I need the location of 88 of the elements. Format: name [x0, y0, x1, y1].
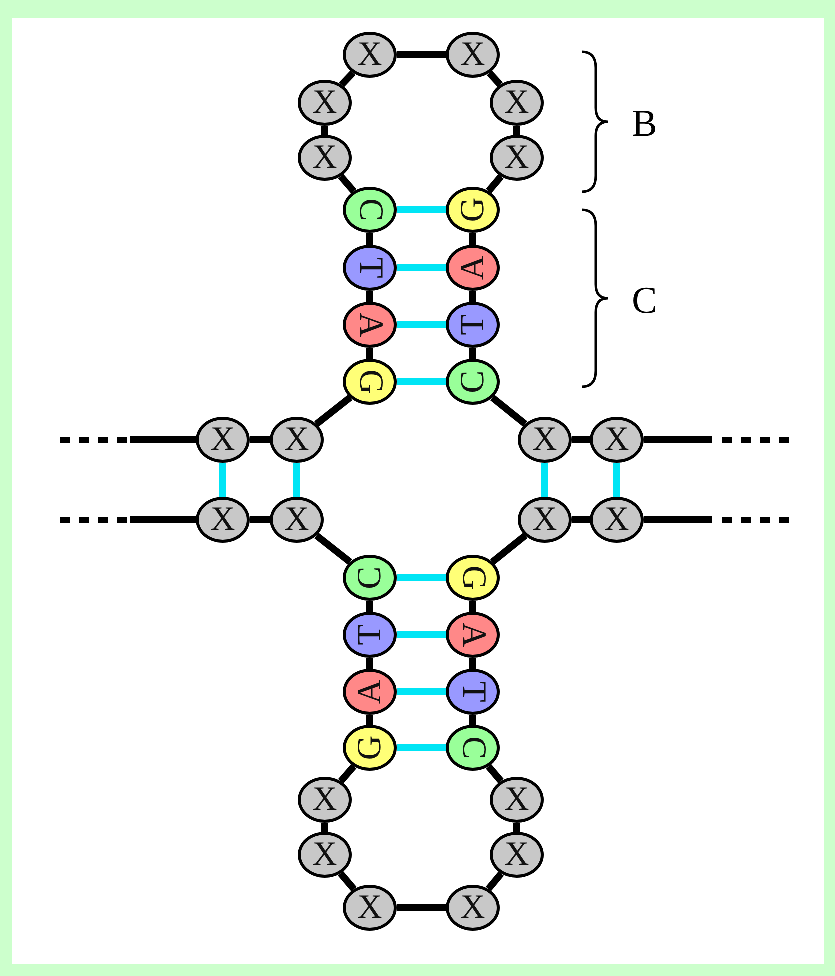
- backbone-line: [514, 823, 520, 832]
- base-letter: X: [210, 423, 236, 457]
- backbone-line: [339, 70, 356, 88]
- base-letter: X: [532, 423, 558, 457]
- base-letter: X: [604, 503, 630, 537]
- backbone-line: [366, 715, 374, 725]
- backbone-line: [486, 872, 504, 892]
- backbone-line: [397, 264, 446, 272]
- backbone-line: [490, 395, 528, 427]
- strand-line: [644, 516, 712, 524]
- backbone-line: [470, 291, 476, 302]
- base-letter: X: [312, 86, 338, 120]
- base-letter: T: [456, 682, 490, 702]
- base-letter: X: [504, 86, 530, 120]
- backbone-line: [486, 764, 504, 784]
- backbone-line: [220, 463, 226, 497]
- base-letter: G: [456, 198, 490, 222]
- base-letter: X: [504, 141, 530, 175]
- base-letter: X: [460, 38, 486, 72]
- base-letter: X: [358, 891, 382, 925]
- base-letter: X: [312, 141, 338, 175]
- backbone-line: [366, 348, 374, 359]
- base-letter: A: [456, 622, 490, 648]
- backbone-line: [397, 574, 446, 582]
- backbone-line: [397, 322, 446, 328]
- base-letter: X: [604, 423, 630, 457]
- base-letter: G: [456, 566, 490, 590]
- backbone-line: [314, 532, 352, 566]
- backbone-line: [490, 533, 528, 565]
- backbone-line: [338, 764, 357, 784]
- base-letter: G: [353, 370, 387, 394]
- backbone-line: [514, 126, 520, 135]
- base-letter: X: [312, 838, 338, 872]
- backbone-line: [338, 871, 357, 892]
- base-letter: X: [312, 783, 338, 817]
- backbone-line: [322, 126, 328, 135]
- base-letter: C: [456, 370, 490, 394]
- backbone-line: [470, 715, 476, 725]
- base-letter: X: [284, 423, 310, 457]
- backbone-line: [397, 378, 446, 386]
- backbone-line: [294, 463, 300, 497]
- backbone-line: [470, 658, 476, 669]
- backbone-line: [314, 394, 352, 428]
- backbone-line: [397, 904, 446, 912]
- base-letter: X: [504, 838, 530, 872]
- backbone-line: [487, 70, 503, 88]
- backbone-line: [486, 174, 504, 194]
- backbone-line: [250, 516, 270, 524]
- base-letter: T: [353, 258, 387, 278]
- backbone-line: [397, 744, 446, 752]
- base-letter: X: [504, 783, 530, 817]
- backbone-line: [542, 463, 548, 497]
- backbone-line: [572, 516, 590, 524]
- base-letter: G: [353, 736, 387, 760]
- strand-line: [130, 436, 196, 444]
- strand-line: [130, 516, 196, 524]
- backbone-line: [397, 688, 446, 696]
- base-letter: C: [456, 736, 490, 760]
- backbone-line: [397, 206, 446, 214]
- base-letter: A: [353, 680, 387, 704]
- base-letter: C: [353, 198, 387, 222]
- backbone-line: [366, 658, 374, 669]
- strand-line: [644, 436, 712, 444]
- bracket-label: B: [632, 105, 658, 143]
- backbone-line: [470, 233, 476, 245]
- base-letter: X: [284, 503, 310, 537]
- backbone-line: [338, 174, 357, 194]
- backbone-line: [322, 823, 328, 832]
- backbone-line: [250, 436, 270, 444]
- bracket-label: C: [632, 282, 658, 320]
- base-letter: T: [353, 624, 387, 646]
- base-letter: X: [532, 503, 558, 537]
- backbone-line: [614, 463, 620, 497]
- base-letter: A: [353, 312, 387, 338]
- backbone-line: [572, 436, 590, 444]
- backbone-line: [397, 632, 446, 638]
- base-letter: X: [460, 891, 486, 925]
- backbone-line: [397, 52, 446, 58]
- base-letter: X: [210, 503, 236, 537]
- backbone-line: [366, 601, 374, 612]
- backbone-line: [470, 348, 476, 359]
- base-letter: A: [456, 256, 490, 280]
- backbone-line: [366, 233, 374, 245]
- base-letter: X: [358, 38, 382, 72]
- backbone-line: [470, 601, 476, 612]
- base-letter: C: [353, 566, 387, 590]
- base-letter: T: [456, 314, 490, 336]
- backbone-line: [366, 291, 374, 302]
